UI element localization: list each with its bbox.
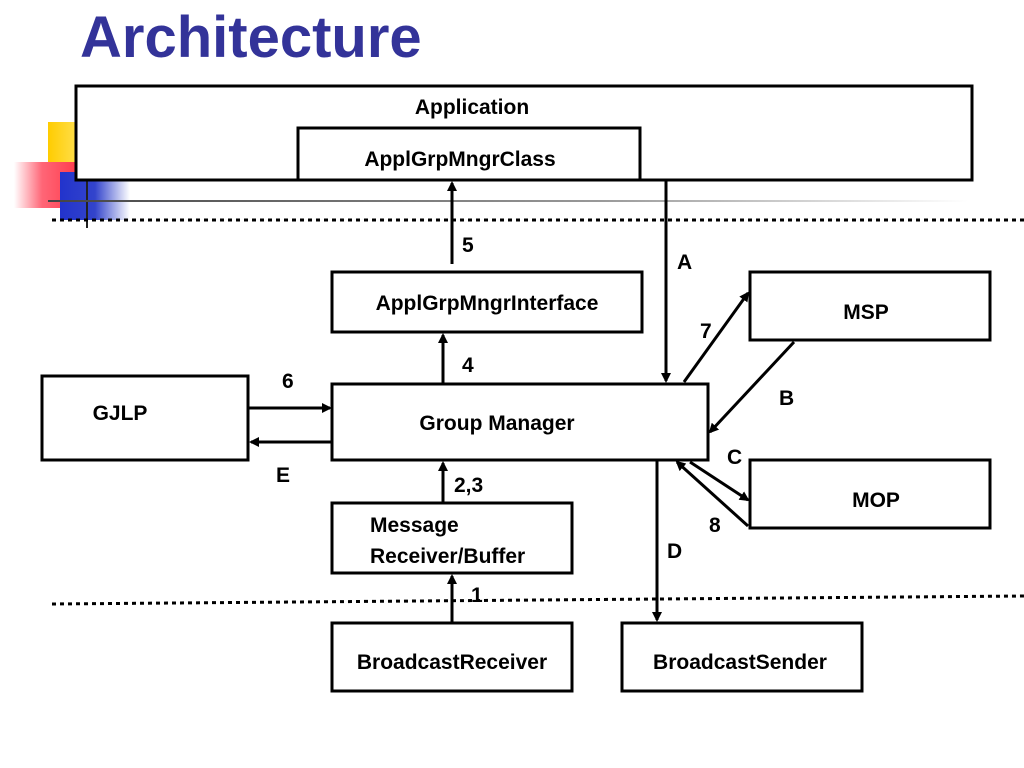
broadcast-receiver-label: BroadcastReceiver	[357, 651, 547, 674]
label-8: 8	[709, 514, 721, 537]
arrow-7	[682, 291, 750, 383]
arrow-b	[708, 340, 796, 434]
broadcast-sender-box	[620, 621, 864, 693]
label-7: 7	[700, 320, 712, 343]
gjlp-label: GJLP	[93, 402, 148, 425]
group-manager-label: Group Manager	[419, 412, 574, 435]
label-4: 4	[462, 354, 474, 377]
msp-box	[748, 270, 992, 342]
group-manager-box	[330, 382, 710, 462]
label-c: C	[727, 446, 742, 469]
label-e: E	[276, 464, 290, 487]
message-receiver-label-line2: Receiver/Buffer	[370, 545, 525, 568]
application-label: Application	[415, 96, 529, 119]
label-6: 6	[282, 370, 294, 393]
label-2-3: 2,3	[454, 474, 483, 497]
appl-grp-mngr-class-label: ApplGrpMngrClass	[364, 148, 555, 171]
appl-grp-mngr-class-box	[296, 126, 642, 182]
label-5: 5	[462, 234, 474, 257]
mop-label: MOP	[852, 489, 900, 512]
broadcast-receiver-box	[330, 621, 574, 693]
label-b: B	[779, 387, 794, 410]
arrow-8	[675, 460, 750, 528]
label-d: D	[667, 540, 682, 563]
mop-box	[748, 458, 992, 530]
appl-grp-mngr-interface-box	[330, 270, 644, 334]
broadcast-sender-label: BroadcastSender	[653, 651, 827, 674]
decorative-horizontal-line	[48, 200, 968, 202]
message-receiver-buffer-box	[330, 501, 574, 575]
appl-grp-mngr-interface-label: ApplGrpMngrInterface	[376, 292, 599, 315]
label-a: A	[677, 251, 692, 274]
msp-label: MSP	[843, 301, 889, 324]
arrow-c	[689, 460, 750, 502]
lower-layer-separator	[51, 594, 1024, 606]
slide-title: Architecture	[80, 5, 422, 70]
label-1: 1	[471, 584, 483, 607]
gjlp-box	[40, 374, 250, 462]
message-receiver-label-line1: Message	[370, 514, 459, 537]
